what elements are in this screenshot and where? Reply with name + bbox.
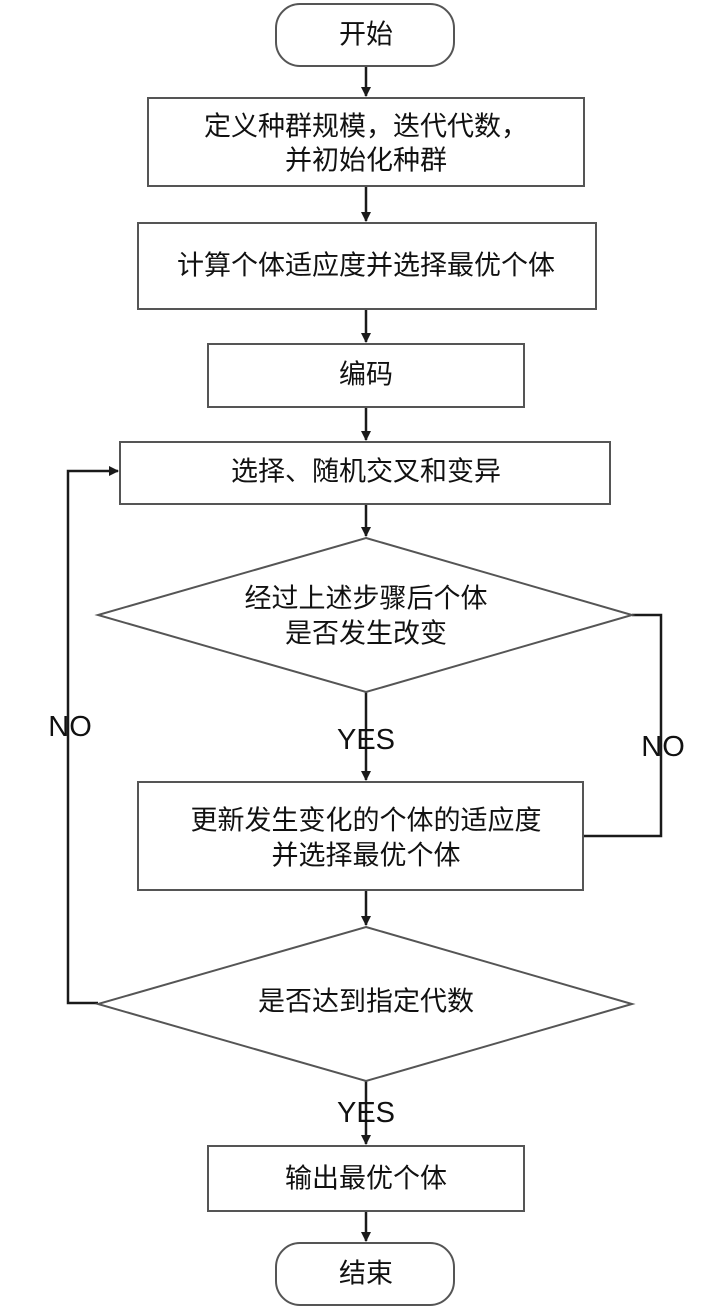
end-label: 结束 — [339, 1259, 393, 1290]
yes-label-changed: YES — [337, 724, 395, 756]
connectors — [66, 66, 663, 1242]
start-node: 开始 — [275, 3, 455, 67]
output-best-node: 输出最优个体 — [207, 1145, 525, 1212]
update-fitness-line1: 更新发生变化的个体的适应度 — [191, 806, 542, 837]
update-fitness-line2: 并选择最优个体 — [272, 841, 461, 872]
select-crossover-mutate-label: 选择、随机交叉和变异 — [231, 457, 501, 488]
output-best-label: 输出最优个体 — [285, 1164, 447, 1195]
end-node: 结束 — [275, 1242, 455, 1306]
no-label-generation: NO — [48, 711, 92, 743]
update-fitness-node: 更新发生变化的个体的适应度 并选择最优个体 — [137, 781, 584, 891]
decision-changed-line1: 经过上述步骤后个体 — [245, 584, 488, 615]
define-population-line1: 定义种群规模，迭代代数， — [204, 112, 528, 143]
decision-generation-label: 是否达到指定代数 — [258, 987, 474, 1018]
yes-label-generation: YES — [337, 1097, 395, 1129]
compute-fitness-label: 计算个体适应度并选择最优个体 — [177, 251, 555, 282]
arrow-decision1-no-loop — [583, 613, 663, 838]
encode-node: 编码 — [207, 343, 525, 408]
select-crossover-mutate-node: 选择、随机交叉和变异 — [119, 441, 611, 505]
define-population-node: 定义种群规模，迭代代数， 并初始化种群 — [147, 97, 585, 187]
arrow-decision2-no-loop — [66, 466, 119, 1005]
encode-label: 编码 — [339, 360, 393, 391]
decision-changed-line2: 是否发生改变 — [285, 619, 447, 650]
define-population-line2: 并初始化种群 — [285, 146, 447, 177]
start-label: 开始 — [339, 20, 393, 51]
compute-fitness-node: 计算个体适应度并选择最优个体 — [137, 222, 597, 310]
no-label-changed: NO — [641, 731, 685, 763]
decision-changed-node: 经过上述步骤后个体 是否发生改变 — [94, 536, 636, 694]
decision-generation-node: 是否达到指定代数 — [94, 925, 636, 1083]
